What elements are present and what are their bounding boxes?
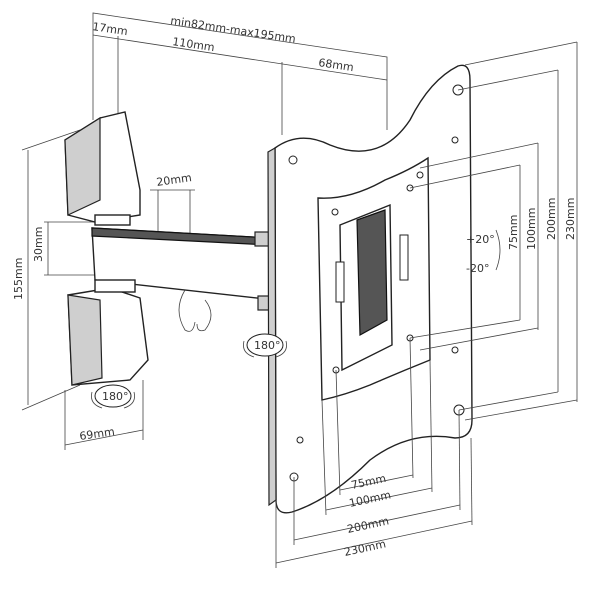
tilt-up-label: +20° [466,233,495,246]
arm-swivel-label: 180° [254,339,281,352]
wall-offset-label: 17mm [92,20,129,38]
horizontal-75-label: 75mm [350,472,387,492]
left-dimension-lines [21,129,195,450]
arm-swivel-badge [243,333,287,358]
vesa-plate [267,64,473,514]
arm-length-label: 110mm [172,35,216,54]
vertical-100-label: 100mm [525,208,538,250]
tilt-down-label: -20° [466,262,489,275]
wall-swivel-label: 180° [102,390,129,403]
plate-offset-label: 68mm [318,56,355,74]
arm-width-label: 20mm [156,171,193,189]
vertical-75-label: 75mm [507,215,520,250]
vertical-200-label: 200mm [545,198,558,240]
vertical-vesa-lines [409,41,578,421]
wall-plate-height-label: 155mm [12,258,25,300]
vertical-230-label: 230mm [564,198,577,240]
top-dimension-lines [92,12,388,135]
horizontal-100-label: 100mm [348,488,392,510]
wall-plate-width-label: 69mm [79,425,116,443]
tilt-arrow [495,229,501,271]
wall-swivel-badge [91,384,135,409]
wall-plate [64,111,149,386]
horizontal-200-label: 200mm [346,514,390,536]
arm-height-label: 30mm [32,227,45,262]
horizontal-230-label: 230mm [343,537,387,559]
mounting-holes [288,84,465,482]
horizontal-vesa-lines [275,337,473,568]
